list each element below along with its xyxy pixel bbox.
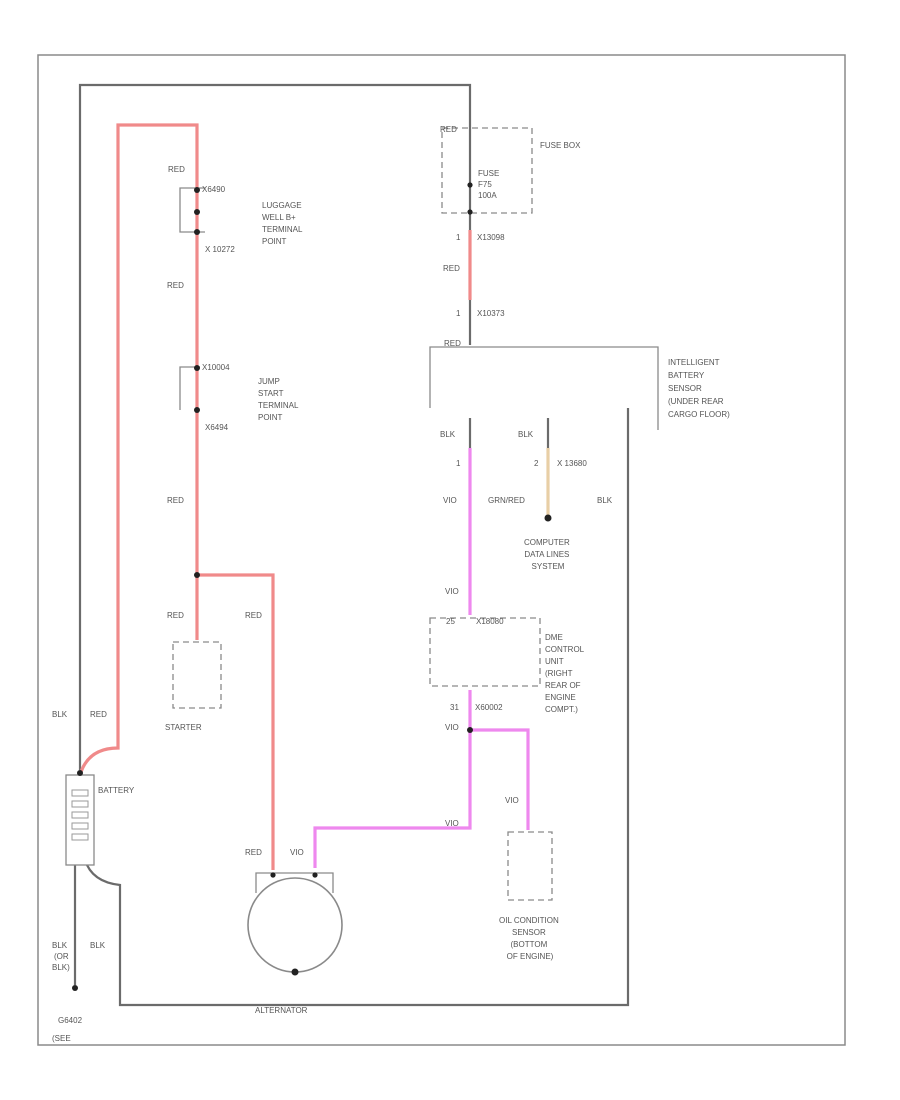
label-computer-data-lines: COMPUTER DATA LINES SYSTEM	[524, 538, 572, 571]
label-blk-right: BLK	[597, 496, 613, 505]
luggage-terminal-outline	[179, 187, 205, 233]
wire-violet-ecu-to-alternator	[313, 690, 472, 868]
label-red-mid1: RED	[167, 281, 184, 290]
fuse-box-outline	[441, 127, 533, 214]
pin-ibs-2: 2	[534, 459, 539, 468]
connector-x60002: X60002	[475, 703, 503, 712]
label-red-ibs-top: RED	[444, 339, 461, 348]
battery-symbol	[65, 774, 95, 866]
connector-x18080: X18080	[476, 617, 504, 626]
label-vio-5: VIO	[290, 848, 304, 857]
label-blk-ibs1: BLK	[440, 430, 456, 439]
label-grn-red: GRN/RED	[488, 496, 525, 505]
label-intelligent-battery-sensor: INTELLIGENT BATTERY SENSOR (UNDER REAR C…	[668, 358, 730, 419]
label-blk-blk: BLK)	[52, 963, 70, 972]
label-vio-6: VIO	[505, 796, 519, 805]
ibs-outline	[429, 346, 659, 430]
wire-violet-to-oil-sensor	[470, 728, 530, 830]
label-red-battery: RED	[90, 710, 107, 719]
label-blk-batt-top: BLK	[52, 710, 68, 719]
starter-outline	[172, 641, 222, 709]
label-red-starter: RED	[167, 611, 184, 620]
label-blk-ibs2: BLK	[518, 430, 534, 439]
connector-x6494: X6494	[205, 423, 229, 432]
label-fuse-box: FUSE BOX	[540, 141, 581, 150]
label-starter: STARTER	[165, 723, 202, 732]
wire-red-battery-feed	[78, 123, 199, 776]
label-red-luggage: RED	[168, 165, 185, 174]
label-red-mid2: RED	[167, 496, 184, 505]
label-vio-4: VIO	[445, 819, 459, 828]
pin-ecu-bottom: 31	[450, 703, 459, 712]
label-oil-condition-sensor: OIL CONDITION SENSOR (BOTTOM OF ENGINE)	[499, 916, 561, 961]
label-blk-or: (OR	[54, 952, 69, 961]
dme-control-unit-outline	[429, 617, 541, 687]
connector-x10004: X10004	[202, 363, 230, 372]
pin-ecu-top: 25	[446, 617, 455, 626]
label-vio-2: VIO	[445, 587, 459, 596]
wire-black-top-loop	[78, 83, 472, 770]
label-vio-3: VIO	[445, 723, 459, 732]
label-fuse: FUSE F75 100A	[478, 169, 502, 200]
label-battery: BATTERY	[98, 786, 135, 795]
label-blk-batt-bot: BLK	[90, 941, 106, 950]
diagram-frame	[37, 54, 846, 1046]
wire-black-bottom-loop	[83, 408, 630, 1007]
label-red-fuse-mid: RED	[443, 264, 460, 273]
connector-x10272: X 10272	[205, 245, 235, 254]
pin-fuse-bottom: 1	[456, 233, 461, 242]
connector-x13680: X 13680	[557, 459, 587, 468]
connector-x6490: X6490	[202, 185, 226, 194]
label-alternator: ALTERNATOR	[255, 1006, 308, 1015]
label-red-alt-feed: RED	[245, 611, 262, 620]
pin-ibs-top: 1	[456, 309, 461, 318]
label-red-alt: RED	[245, 848, 262, 857]
oil-condition-sensor-outline	[507, 831, 553, 901]
label-luggage-terminal: LUGGAGE WELL B+ TERMINAL POINT	[262, 201, 304, 246]
pin-ibs-1: 1	[456, 459, 461, 468]
connector-x10373: X10373	[477, 309, 505, 318]
jump-terminal-outline	[179, 366, 200, 410]
label-red-fuse-top: RED	[440, 125, 457, 134]
label-dme-control-unit: DME CONTROL UNIT (RIGHT REAR OF ENGINE C…	[545, 633, 586, 714]
label-jump-terminal: JUMP START TERMINAL POINT	[258, 377, 300, 422]
connector-x13098: X13098	[477, 233, 505, 242]
label-ground: G6402 (SEE	[52, 1016, 84, 1043]
label-vio-1: VIO	[443, 496, 457, 505]
wire-red-alternator-feed	[197, 573, 275, 870]
alternator-symbol	[247, 872, 343, 976]
label-blk-gnd: BLK	[52, 941, 68, 950]
